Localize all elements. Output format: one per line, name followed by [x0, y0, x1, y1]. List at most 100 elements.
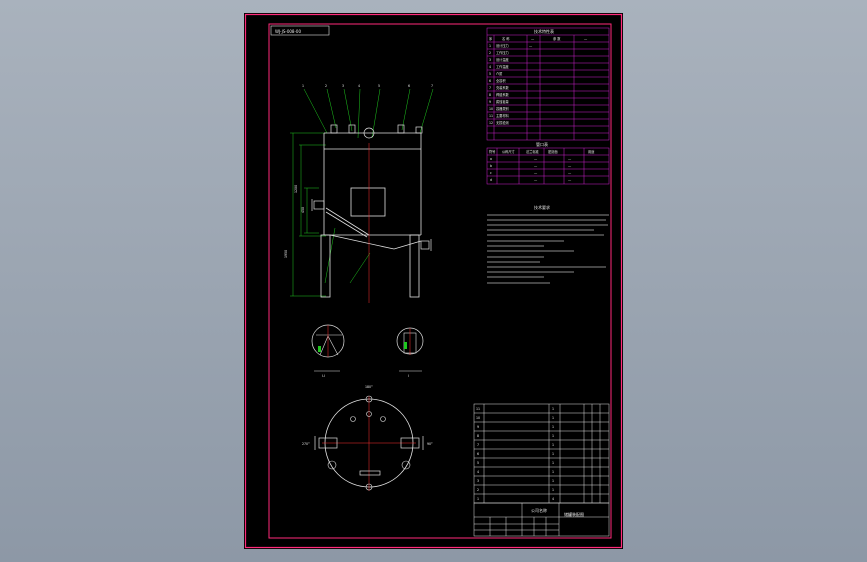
- svg-text:1: 1: [552, 443, 554, 447]
- svg-text:公称尺寸: 公称尺寸: [502, 149, 516, 154]
- svg-text:3: 3: [342, 84, 344, 88]
- svg-text:4: 4: [477, 470, 479, 474]
- svg-text:1: 1: [552, 425, 554, 429]
- svg-text:符号: 符号: [489, 149, 495, 154]
- svg-text:工作压力: 工作压力: [496, 50, 509, 55]
- svg-text:5: 5: [489, 72, 491, 76]
- requirements-text-lines: [487, 214, 609, 284]
- svg-text:—: —: [531, 37, 535, 41]
- svg-text:焊缝系数: 焊缝系数: [496, 92, 510, 97]
- side-nozzles: [311, 199, 432, 251]
- cad-drawing: WJ-JS-008-00 技术特性表 序 名 称 — 参 数 — 1 设计压力 — 2 工作压…: [244, 13, 623, 549]
- svg-text:充装系数: 充装系数: [496, 85, 510, 90]
- nozzle-table-text: 符号公称尺寸法兰标准密封面用途 a—— b—— c—— d——: [489, 149, 595, 182]
- svg-text:3: 3: [477, 479, 479, 483]
- svg-text:主要材料: 主要材料: [496, 113, 510, 118]
- svg-text:工作温度: 工作温度: [496, 64, 510, 69]
- detail-view-left: I-I: [311, 324, 345, 378]
- inner-frame: [268, 23, 612, 539]
- svg-text:全容积: 全容积: [496, 78, 506, 83]
- top-nozzles: [330, 124, 423, 139]
- svg-text:1: 1: [489, 44, 491, 48]
- top-view: 180° 270° 90°: [302, 385, 433, 491]
- requirements-title: 技术要求: [534, 204, 550, 210]
- svg-text:—: —: [534, 164, 538, 168]
- svg-text:名 称: 名 称: [502, 36, 510, 41]
- svg-text:密封面: 密封面: [548, 149, 558, 154]
- svg-text:1: 1: [552, 407, 554, 411]
- svg-text:介质: 介质: [496, 71, 503, 76]
- svg-text:—: —: [568, 178, 572, 182]
- svg-text:10: 10: [489, 107, 493, 111]
- svg-text:5: 5: [477, 461, 479, 465]
- company-label: 公司名称: [531, 507, 547, 513]
- svg-text:—: —: [568, 157, 572, 161]
- svg-text:5: 5: [378, 84, 380, 88]
- svg-text:6: 6: [408, 84, 410, 88]
- svg-text:参 数: 参 数: [553, 36, 561, 41]
- tank-shell: [323, 132, 422, 250]
- svg-text:1: 1: [552, 488, 554, 492]
- svg-text:2: 2: [477, 488, 479, 492]
- svg-text:容器类别: 容器类别: [496, 106, 509, 111]
- svg-text:设计温度: 设计温度: [496, 57, 510, 62]
- svg-text:7: 7: [489, 86, 491, 90]
- svg-text:1: 1: [552, 479, 554, 483]
- svg-text:7: 7: [431, 84, 433, 88]
- svg-text:—: —: [529, 44, 533, 48]
- dimension-lines: [290, 132, 326, 297]
- svg-text:1: 1: [552, 470, 554, 474]
- nozzle-table-title: 管口表: [536, 141, 548, 147]
- front-view: 1950 1200 450 1 2 3 4 5 6 7: [284, 84, 434, 303]
- svg-text:9: 9: [477, 425, 479, 429]
- svg-text:4: 4: [358, 84, 360, 88]
- svg-text:法兰标准: 法兰标准: [526, 149, 540, 154]
- title-block: [473, 502, 610, 537]
- svg-text:3: 3: [489, 58, 491, 62]
- svg-text:1: 1: [302, 84, 304, 88]
- section-label-a: I-I: [322, 374, 325, 378]
- outer-frame: [244, 13, 623, 549]
- parts-list: [473, 403, 610, 504]
- drawing-code-box: WJ-JS-008-00: [270, 25, 330, 36]
- svg-text:—: —: [534, 171, 538, 175]
- svg-text:8: 8: [489, 93, 491, 97]
- spec-table-title: 技术特性表: [534, 28, 554, 34]
- svg-text:11: 11: [476, 407, 480, 411]
- svg-text:腐蚀裕量: 腐蚀裕量: [496, 99, 510, 104]
- svg-text:无损检测: 无损检测: [496, 120, 509, 125]
- section-label-b: I: [408, 374, 409, 378]
- svg-text:c: c: [490, 171, 492, 175]
- svg-text:—: —: [568, 171, 572, 175]
- svg-text:a: a: [490, 157, 492, 161]
- svg-text:6: 6: [489, 79, 491, 83]
- angle-left: 270°: [302, 442, 310, 446]
- dimension-labels: 1950 1200 450: [284, 185, 305, 258]
- drawing-name: 储罐装配图: [564, 511, 584, 517]
- angle-right: 90°: [427, 442, 433, 446]
- svg-text:2: 2: [325, 84, 327, 88]
- svg-text:用途: 用途: [588, 149, 595, 154]
- svg-text:设计压力: 设计压力: [496, 43, 509, 48]
- nozzle-table: [486, 147, 610, 185]
- drawing-code: WJ-JS-008-00: [275, 29, 301, 34]
- svg-text:1: 1: [477, 497, 479, 501]
- svg-text:1: 1: [552, 461, 554, 465]
- svg-text:—: —: [584, 37, 588, 41]
- svg-text:7: 7: [477, 443, 479, 447]
- svg-text:序: 序: [489, 36, 493, 41]
- svg-text:2: 2: [489, 51, 491, 55]
- svg-text:1: 1: [552, 452, 554, 456]
- svg-text:—: —: [534, 178, 538, 182]
- svg-text:4: 4: [552, 497, 554, 501]
- svg-text:450: 450: [301, 207, 305, 213]
- svg-text:1: 1: [552, 434, 554, 438]
- svg-text:1950: 1950: [284, 250, 288, 258]
- tank-legs: [320, 234, 420, 298]
- svg-text:10: 10: [476, 416, 480, 420]
- drawing-sheet: WJ-JS-008-00 技术特性表 序 名 称 — 参 数 — 1 设计压力 — 2 工作压…: [244, 13, 623, 549]
- svg-text:1200: 1200: [294, 185, 298, 193]
- svg-text:b: b: [490, 164, 492, 168]
- svg-text:8: 8: [477, 434, 479, 438]
